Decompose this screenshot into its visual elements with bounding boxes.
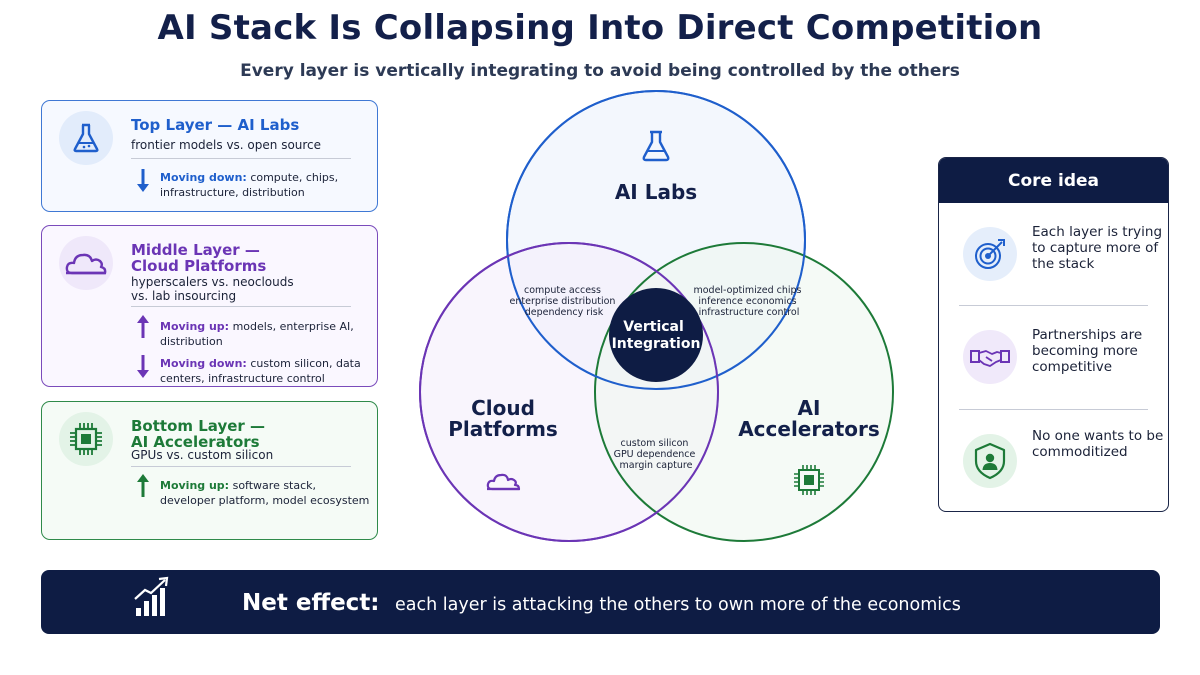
core-item-text: Partnerships are becoming more competiti… xyxy=(1032,327,1143,375)
net-effect-text: each layer is attacking the others to ow… xyxy=(395,595,961,615)
arrow-up-icon xyxy=(137,474,149,497)
top-layer-subtitle: frontier models vs. open source xyxy=(131,138,322,152)
shield-user-icon xyxy=(963,434,1017,488)
vertical-integration-center xyxy=(609,288,703,382)
core-item: No one wants to be commoditized xyxy=(939,420,1168,500)
middle-layer-title: Middle Layer — Cloud Platforms xyxy=(131,241,267,275)
move-up-text: Moving up: software stack, developer pla… xyxy=(160,479,370,507)
flask-icon xyxy=(59,111,113,165)
core-item: Partnerships are becoming more competiti… xyxy=(939,316,1168,396)
vertical-integration-label: Vertical Integration xyxy=(612,319,701,352)
handshake-icon xyxy=(963,330,1017,384)
move-down-text: Moving down: custom silicon, data center… xyxy=(160,357,361,385)
arrow-down-icon xyxy=(137,169,149,192)
middle-layer-subtitle: hyperscalers vs. neoclouds vs. lab insou… xyxy=(131,275,294,303)
divider xyxy=(959,305,1148,306)
move-down-text: Moving down: compute, chips, infrastruct… xyxy=(160,171,339,199)
core-item-text: Each layer is trying to capture more of … xyxy=(1032,224,1163,272)
labs-cloud-overlap-text: compute access enterprise distribution d… xyxy=(510,285,619,318)
chip-icon xyxy=(794,465,824,495)
bottom-layer-card: Bottom Layer — AI Accelerators GPUs vs. … xyxy=(41,401,378,540)
net-effect-banner: Net effect: each layer is attacking the … xyxy=(41,570,1160,634)
core-idea-panel: Core idea Each layer is trying to captur… xyxy=(938,157,1169,512)
cloud-icon xyxy=(486,473,521,491)
top-layer-title: Top Layer — AI Labs xyxy=(131,116,300,134)
net-effect-label: Net effect: xyxy=(242,590,380,616)
core-item: Each layer is trying to capture more of … xyxy=(939,213,1168,293)
move-up-text: Moving up: models, enterprise AI, distri… xyxy=(160,320,354,348)
divider xyxy=(131,306,351,307)
middle-layer-card: Middle Layer — Cloud Platforms hyperscal… xyxy=(41,225,378,387)
page-title: AI Stack Is Collapsing Into Direct Compe… xyxy=(157,8,1043,48)
target-icon xyxy=(963,227,1017,281)
page-subtitle: Every layer is vertically integrating to… xyxy=(240,61,960,81)
growth-chart-icon xyxy=(134,576,169,616)
divider xyxy=(131,466,351,467)
bottom-layer-subtitle: GPUs vs. custom silicon xyxy=(131,448,274,462)
cloud-icon xyxy=(59,236,113,290)
labs-accelerators-overlap-text: model-optimized chips inference economic… xyxy=(693,285,804,318)
core-item-text: No one wants to be commoditized xyxy=(1032,428,1164,460)
arrow-down-icon xyxy=(137,355,149,378)
bottom-layer-title: Bottom Layer — AI Accelerators xyxy=(131,417,266,451)
ai-labs-label: AI Labs xyxy=(615,180,697,204)
flask-icon xyxy=(642,130,670,162)
cloud-accelerators-overlap-text: custom silicon GPU dependence margin cap… xyxy=(614,438,699,471)
core-idea-title: Core idea xyxy=(939,158,1168,203)
divider xyxy=(131,158,351,159)
arrow-up-icon xyxy=(137,315,149,338)
top-layer-card: Top Layer — AI Labs frontier models vs. … xyxy=(41,100,378,212)
chip-icon xyxy=(59,412,113,466)
divider xyxy=(959,409,1148,410)
